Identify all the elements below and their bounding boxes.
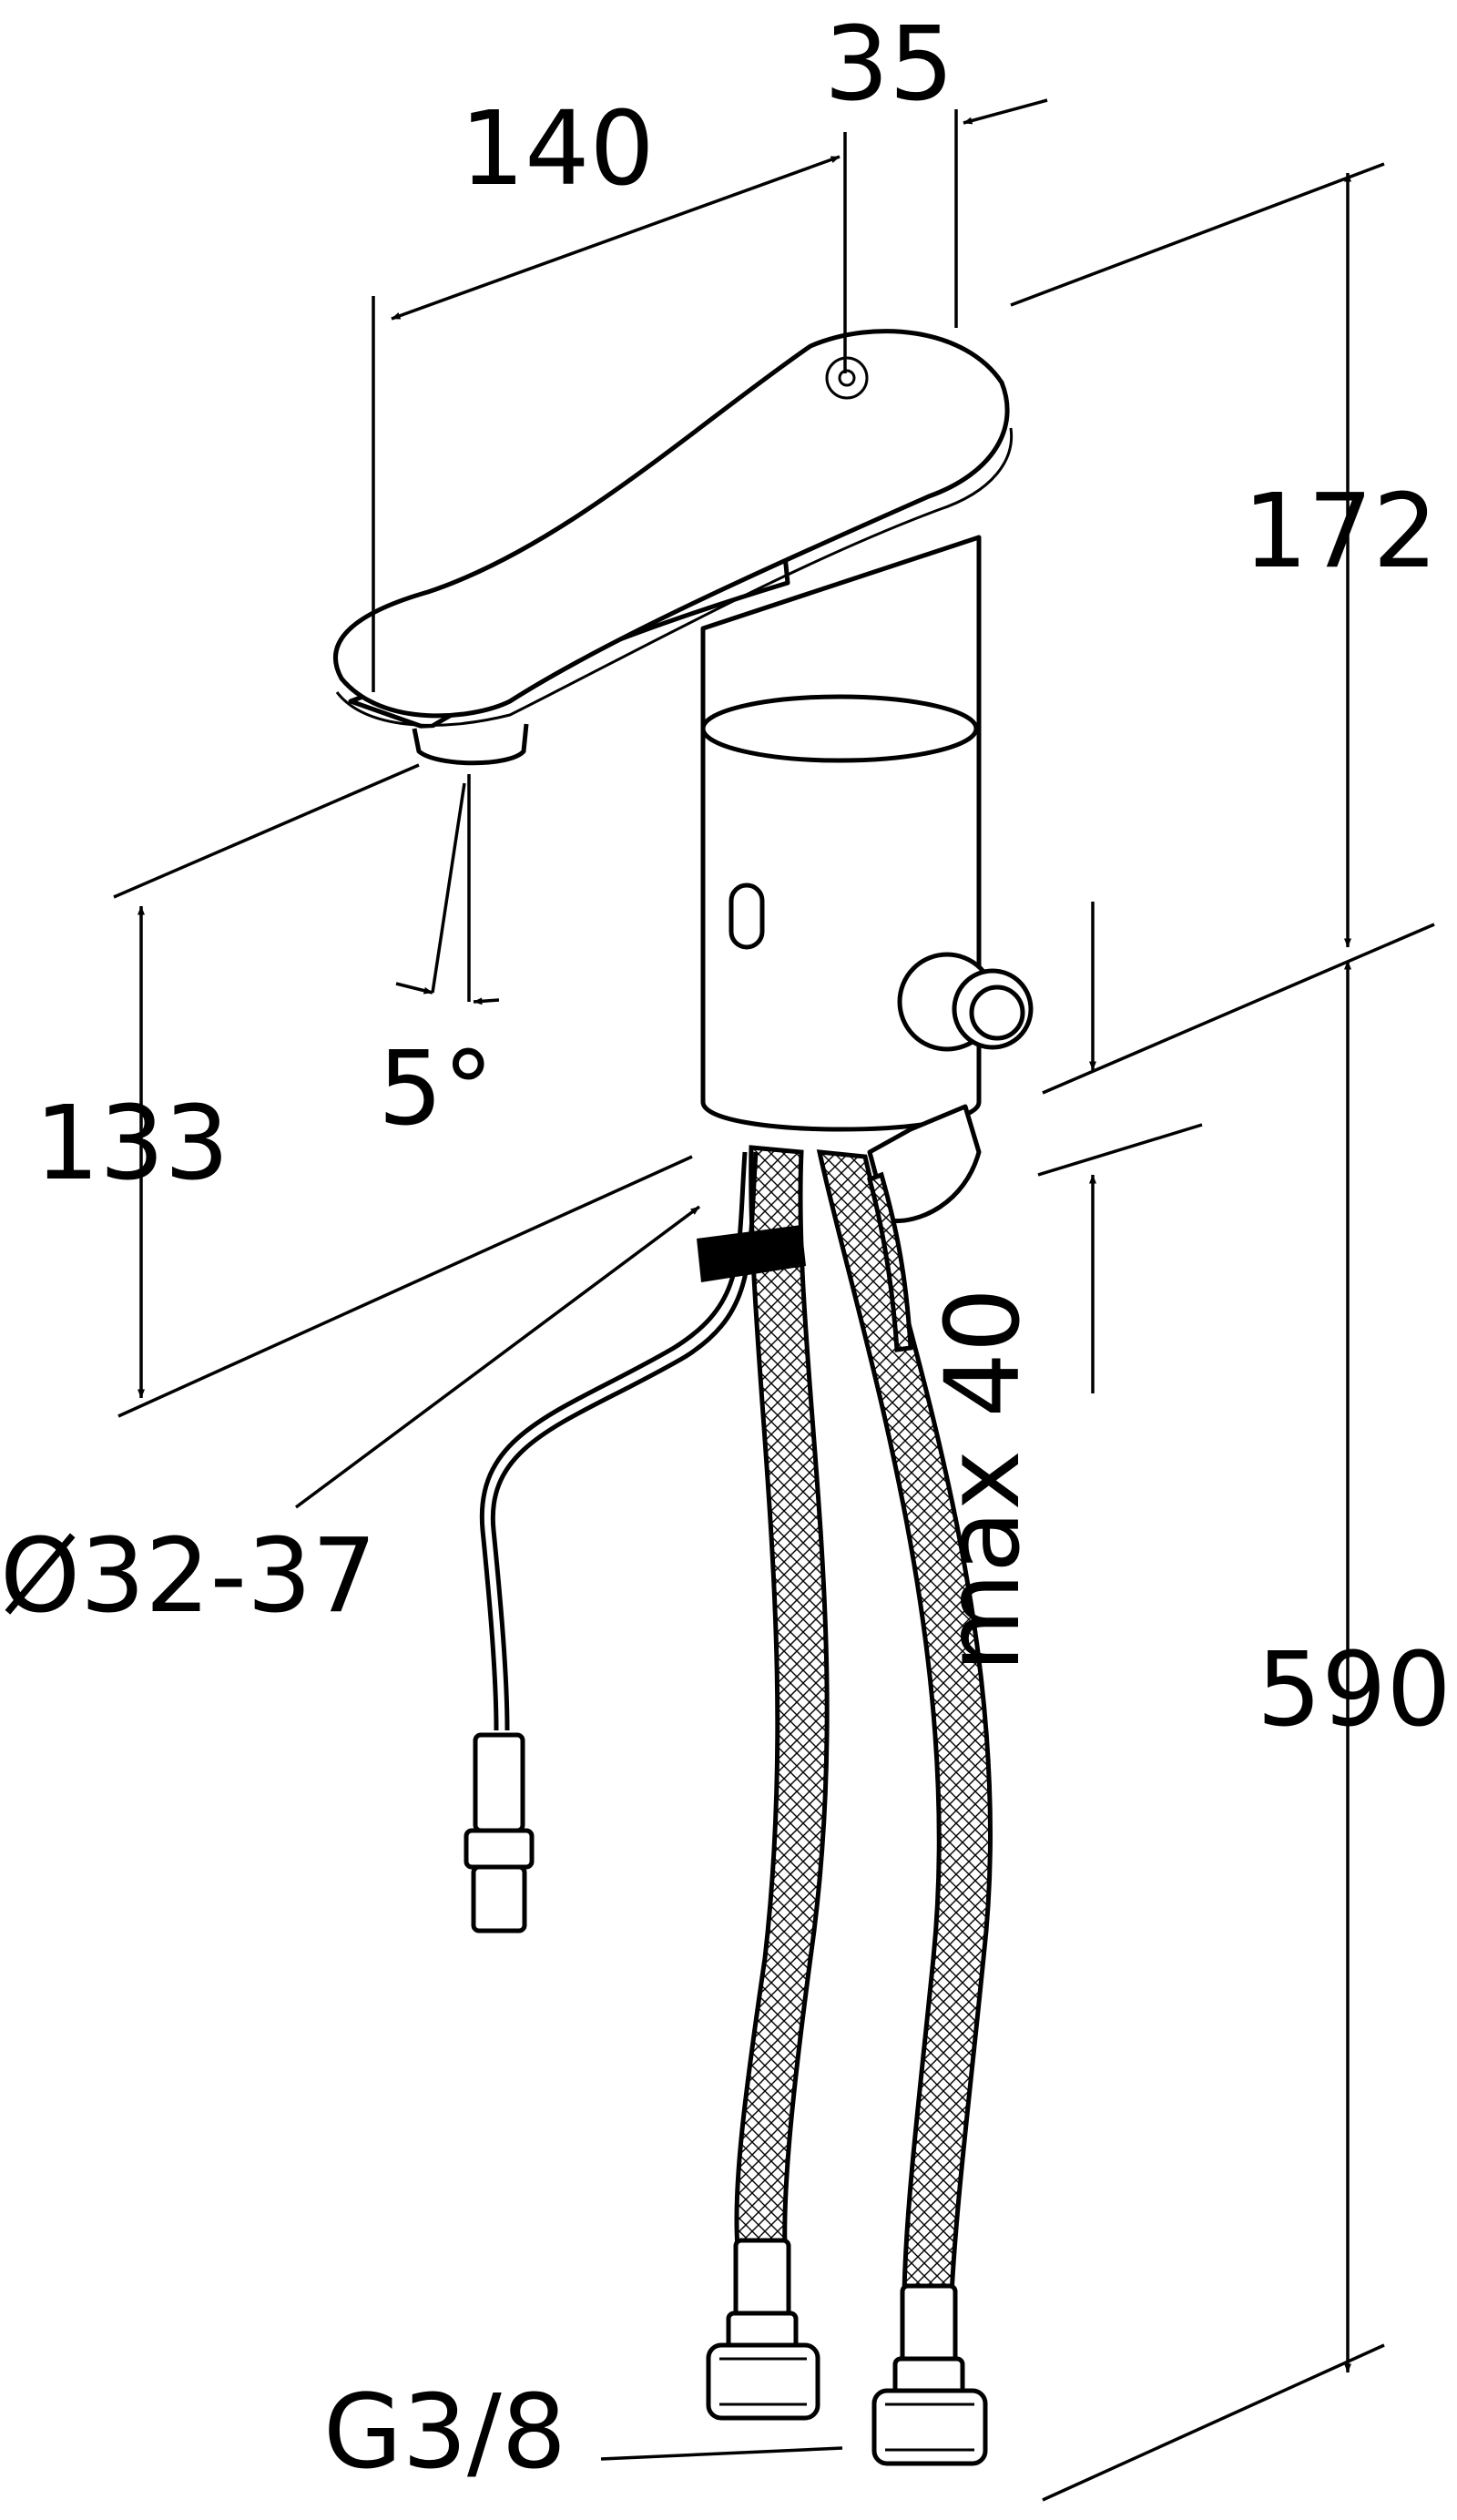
dimension-label-spout-offset: 35 — [824, 5, 954, 124]
dimension-lines — [113, 98, 1435, 2502]
fitting-left — [706, 2238, 820, 2421]
hose-left — [734, 1145, 830, 2252]
dimension-label-hose-length: 590 — [1257, 1631, 1452, 1750]
sensor-window — [728, 883, 765, 950]
spout-lever — [333, 329, 1010, 719]
body-top-ellipse — [700, 694, 979, 763]
fitting-right — [871, 2283, 988, 2466]
fittings — [706, 2238, 988, 2466]
aerator — [412, 723, 529, 766]
dimension-label-connection-thread: G3/8 — [323, 2373, 567, 2492]
dimension-label-hole-diameter: Ø32-37 — [0, 1517, 377, 1636]
spring-tube — [866, 1171, 913, 1352]
dimension-label-spout-height: 172 — [1243, 473, 1438, 591]
cable-connector — [473, 1732, 525, 1833]
mounting-clamp — [867, 1104, 982, 1224]
mounting-bar — [697, 1225, 806, 1282]
spout-lever-edge — [335, 427, 1014, 727]
dimension-label-spout-angle: 5° — [378, 1030, 494, 1148]
dimension-label-max-thickness: max 40 — [924, 1287, 1043, 1673]
dimension-label-spout-reach: 140 — [460, 90, 655, 209]
faucet — [333, 329, 1034, 1224]
dimension-label-outlet-height: 133 — [35, 1085, 229, 1203]
